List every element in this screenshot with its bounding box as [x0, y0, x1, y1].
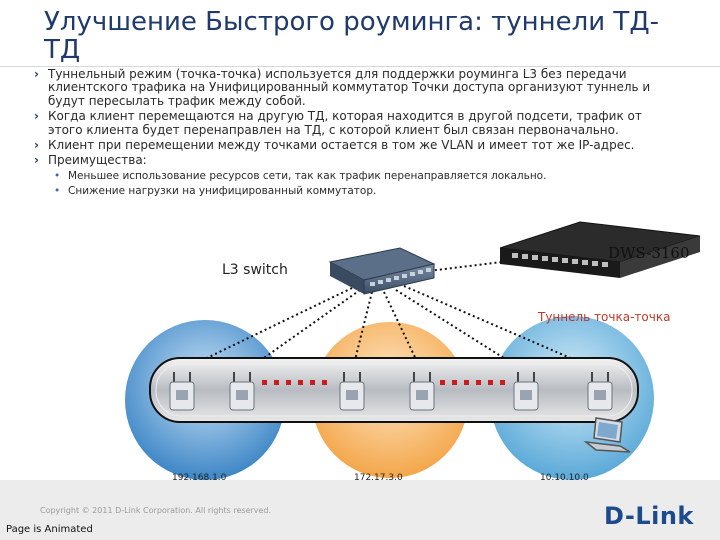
bullet-item: › Преимущества:	[34, 153, 674, 168]
sub-bullet-text: Меньшее использование ресурсов сети, так…	[68, 169, 547, 182]
dlink-logo: D-Link	[604, 502, 694, 530]
bullet-item: › Клиент при перемещении между точками ос…	[34, 138, 674, 153]
switch-links	[181, 261, 599, 373]
l3-switch-label: L3 switch	[222, 262, 288, 278]
subnet-label: 192.168.1.0	[172, 473, 227, 483]
dot-icon: •	[54, 184, 61, 197]
title-divider	[0, 66, 720, 67]
network-diagram	[125, 221, 701, 480]
chevron-right-icon: ›	[34, 138, 39, 153]
tunnel-label: Туннель точка-точка	[538, 310, 671, 324]
access-point-icon	[229, 372, 255, 411]
copyright-text: Copyright © 2011 D-Link Corporation. All…	[40, 506, 272, 515]
slide-title: Улучшение Быстрого роуминга: туннели ТД-…	[44, 7, 660, 65]
access-point-icon	[339, 372, 365, 411]
dot-icon: •	[54, 169, 61, 182]
sub-bullet-text: Снижение нагрузки на унифицированный ком…	[68, 184, 377, 197]
tunnel-inner	[155, 363, 633, 417]
chevron-right-icon: ›	[34, 153, 39, 168]
chevron-right-icon: ›	[34, 67, 39, 81]
access-point-icon	[513, 372, 539, 411]
access-point-icon	[409, 372, 435, 411]
dws-switch-label: DWS-3160	[608, 244, 690, 262]
subnet-label: 172.17.3.0	[354, 473, 403, 483]
laptop-icon	[583, 417, 631, 453]
chevron-right-icon: ›	[34, 109, 39, 124]
bullet-text: Когда клиент перемещаются на другую ТД, …	[48, 109, 642, 137]
bullet-list: › Туннельный режим (точка-точка) использу…	[34, 67, 674, 198]
bullet-text: Туннельный режим (точка-точка) используе…	[48, 67, 651, 108]
subnet-label: 10.10.10.0	[540, 473, 589, 483]
tunnel-tube	[149, 357, 639, 423]
bullet-item: › Когда клиент перемещаются на другую ТД,…	[34, 109, 674, 137]
page-animated-note: Page is Animated	[6, 524, 93, 535]
access-point-icon	[169, 372, 195, 411]
sub-bullet-item: • Меньшее использование ресурсов сети, та…	[34, 170, 674, 183]
access-point-icon	[587, 372, 613, 411]
bullet-text: Клиент при перемещении между точками ост…	[48, 138, 635, 153]
dws-switch-icon	[499, 221, 701, 278]
l3-switch-icon	[328, 247, 436, 295]
tunnel-traffic	[262, 380, 505, 385]
sub-bullet-item: • Снижение нагрузки на унифицированный ко…	[34, 185, 674, 198]
footer-bar	[0, 480, 720, 540]
bullet-text: Преимущества:	[48, 153, 147, 168]
bullet-item: › Туннельный режим (точка-точка) использу…	[34, 67, 674, 108]
